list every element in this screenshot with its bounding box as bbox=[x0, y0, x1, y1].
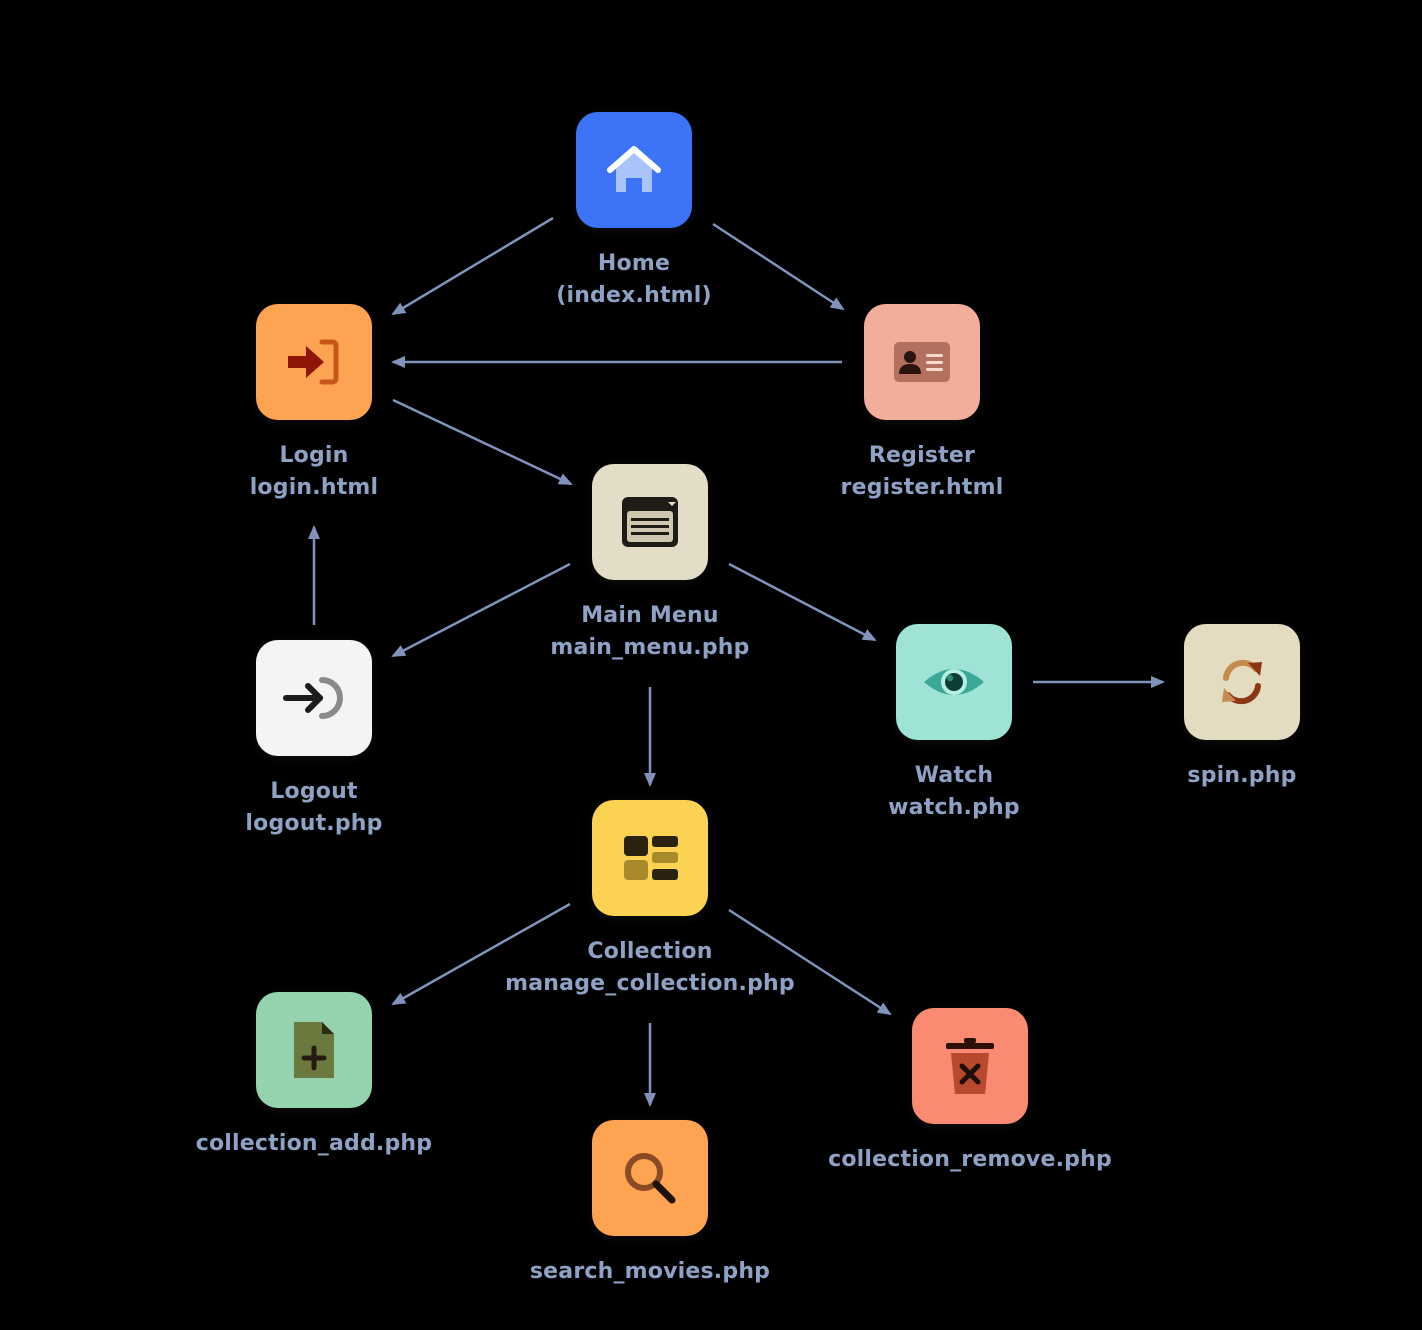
watch-title: Watch bbox=[914, 763, 994, 788]
edge-home-to-login bbox=[391, 216, 554, 316]
sign-out-icon bbox=[283, 677, 343, 719]
eye-icon bbox=[924, 669, 984, 695]
edge-main-menu-to-watch bbox=[728, 562, 877, 642]
node-logout: Logout logout.php bbox=[134, 640, 494, 840]
register-file: register.html bbox=[840, 475, 1004, 500]
node-collection: Collection manage_collection.php bbox=[470, 800, 830, 1000]
logout-title: Logout bbox=[270, 779, 358, 804]
collection-file: manage_collection.php bbox=[505, 971, 795, 996]
collection-remove-file: collection_remove.php bbox=[828, 1147, 1112, 1172]
register-tile bbox=[864, 304, 980, 420]
node-login: Login login.html bbox=[134, 304, 494, 504]
node-main-menu: Main Menu main_menu.php bbox=[470, 464, 830, 664]
logout-tile bbox=[256, 640, 372, 756]
main-menu-title: Main Menu bbox=[581, 603, 719, 628]
edge-collection-to-collection-add bbox=[391, 902, 571, 1006]
file-add-icon bbox=[294, 1022, 334, 1078]
logout-caption: Logout logout.php bbox=[134, 776, 494, 840]
home-caption: Home (index.html) bbox=[454, 248, 814, 312]
collection-add-file: collection_add.php bbox=[195, 1131, 433, 1156]
collection-caption: Collection manage_collection.php bbox=[470, 936, 830, 1000]
main-menu-caption: Main Menu main_menu.php bbox=[470, 600, 830, 664]
search-movies-caption: search_movies.php bbox=[470, 1256, 830, 1288]
login-title: Login bbox=[279, 443, 349, 468]
login-tile bbox=[256, 304, 372, 420]
register-caption: Register register.html bbox=[742, 440, 1102, 504]
edge-main-menu-to-logout bbox=[391, 562, 571, 658]
spin-caption: spin.php bbox=[1062, 760, 1422, 792]
watch-caption: Watch watch.php bbox=[774, 760, 1134, 824]
node-home: Home (index.html) bbox=[454, 112, 814, 312]
spin-tile bbox=[1184, 624, 1300, 740]
login-file: login.html bbox=[249, 475, 379, 500]
collection-title: Collection bbox=[587, 939, 713, 964]
watch-tile bbox=[896, 624, 1012, 740]
logout-file: logout.php bbox=[245, 811, 383, 836]
node-watch: Watch watch.php bbox=[774, 624, 1134, 824]
dashboard-icon bbox=[624, 836, 678, 880]
collection-tile bbox=[592, 800, 708, 916]
edge-login-to-main-menu bbox=[392, 398, 573, 486]
search-movies-tile bbox=[592, 1120, 708, 1236]
node-spin: spin.php bbox=[1062, 624, 1422, 792]
id-card-icon bbox=[894, 342, 950, 382]
collection-remove-tile bbox=[912, 1008, 1028, 1124]
node-register: Register register.html bbox=[742, 304, 1102, 504]
search-movies-file: search_movies.php bbox=[529, 1259, 771, 1284]
search-icon bbox=[625, 1153, 676, 1204]
trash-icon bbox=[946, 1038, 994, 1094]
watch-file: watch.php bbox=[888, 795, 1020, 820]
node-collection-add: collection_add.php bbox=[134, 992, 494, 1160]
house-icon bbox=[607, 146, 661, 192]
edge-home-to-register bbox=[712, 222, 845, 311]
home-file: (index.html) bbox=[556, 283, 712, 308]
home-tile bbox=[576, 112, 692, 228]
window-icon bbox=[622, 497, 678, 547]
main-menu-tile bbox=[592, 464, 708, 580]
spin-file: spin.php bbox=[1187, 763, 1297, 788]
home-title: Home bbox=[597, 251, 671, 276]
main-menu-file: main_menu.php bbox=[550, 635, 750, 660]
node-collection-remove: collection_remove.php bbox=[790, 1008, 1150, 1176]
collection-add-tile bbox=[256, 992, 372, 1108]
register-title: Register bbox=[868, 443, 976, 468]
refresh-icon bbox=[1222, 659, 1262, 705]
sign-in-icon bbox=[288, 339, 339, 385]
collection-add-caption: collection_add.php bbox=[134, 1128, 494, 1160]
node-search-movies: search_movies.php bbox=[470, 1120, 830, 1288]
login-caption: Login login.html bbox=[134, 440, 494, 504]
edge-collection-to-collection-remove bbox=[728, 908, 892, 1016]
collection-remove-caption: collection_remove.php bbox=[790, 1144, 1150, 1176]
